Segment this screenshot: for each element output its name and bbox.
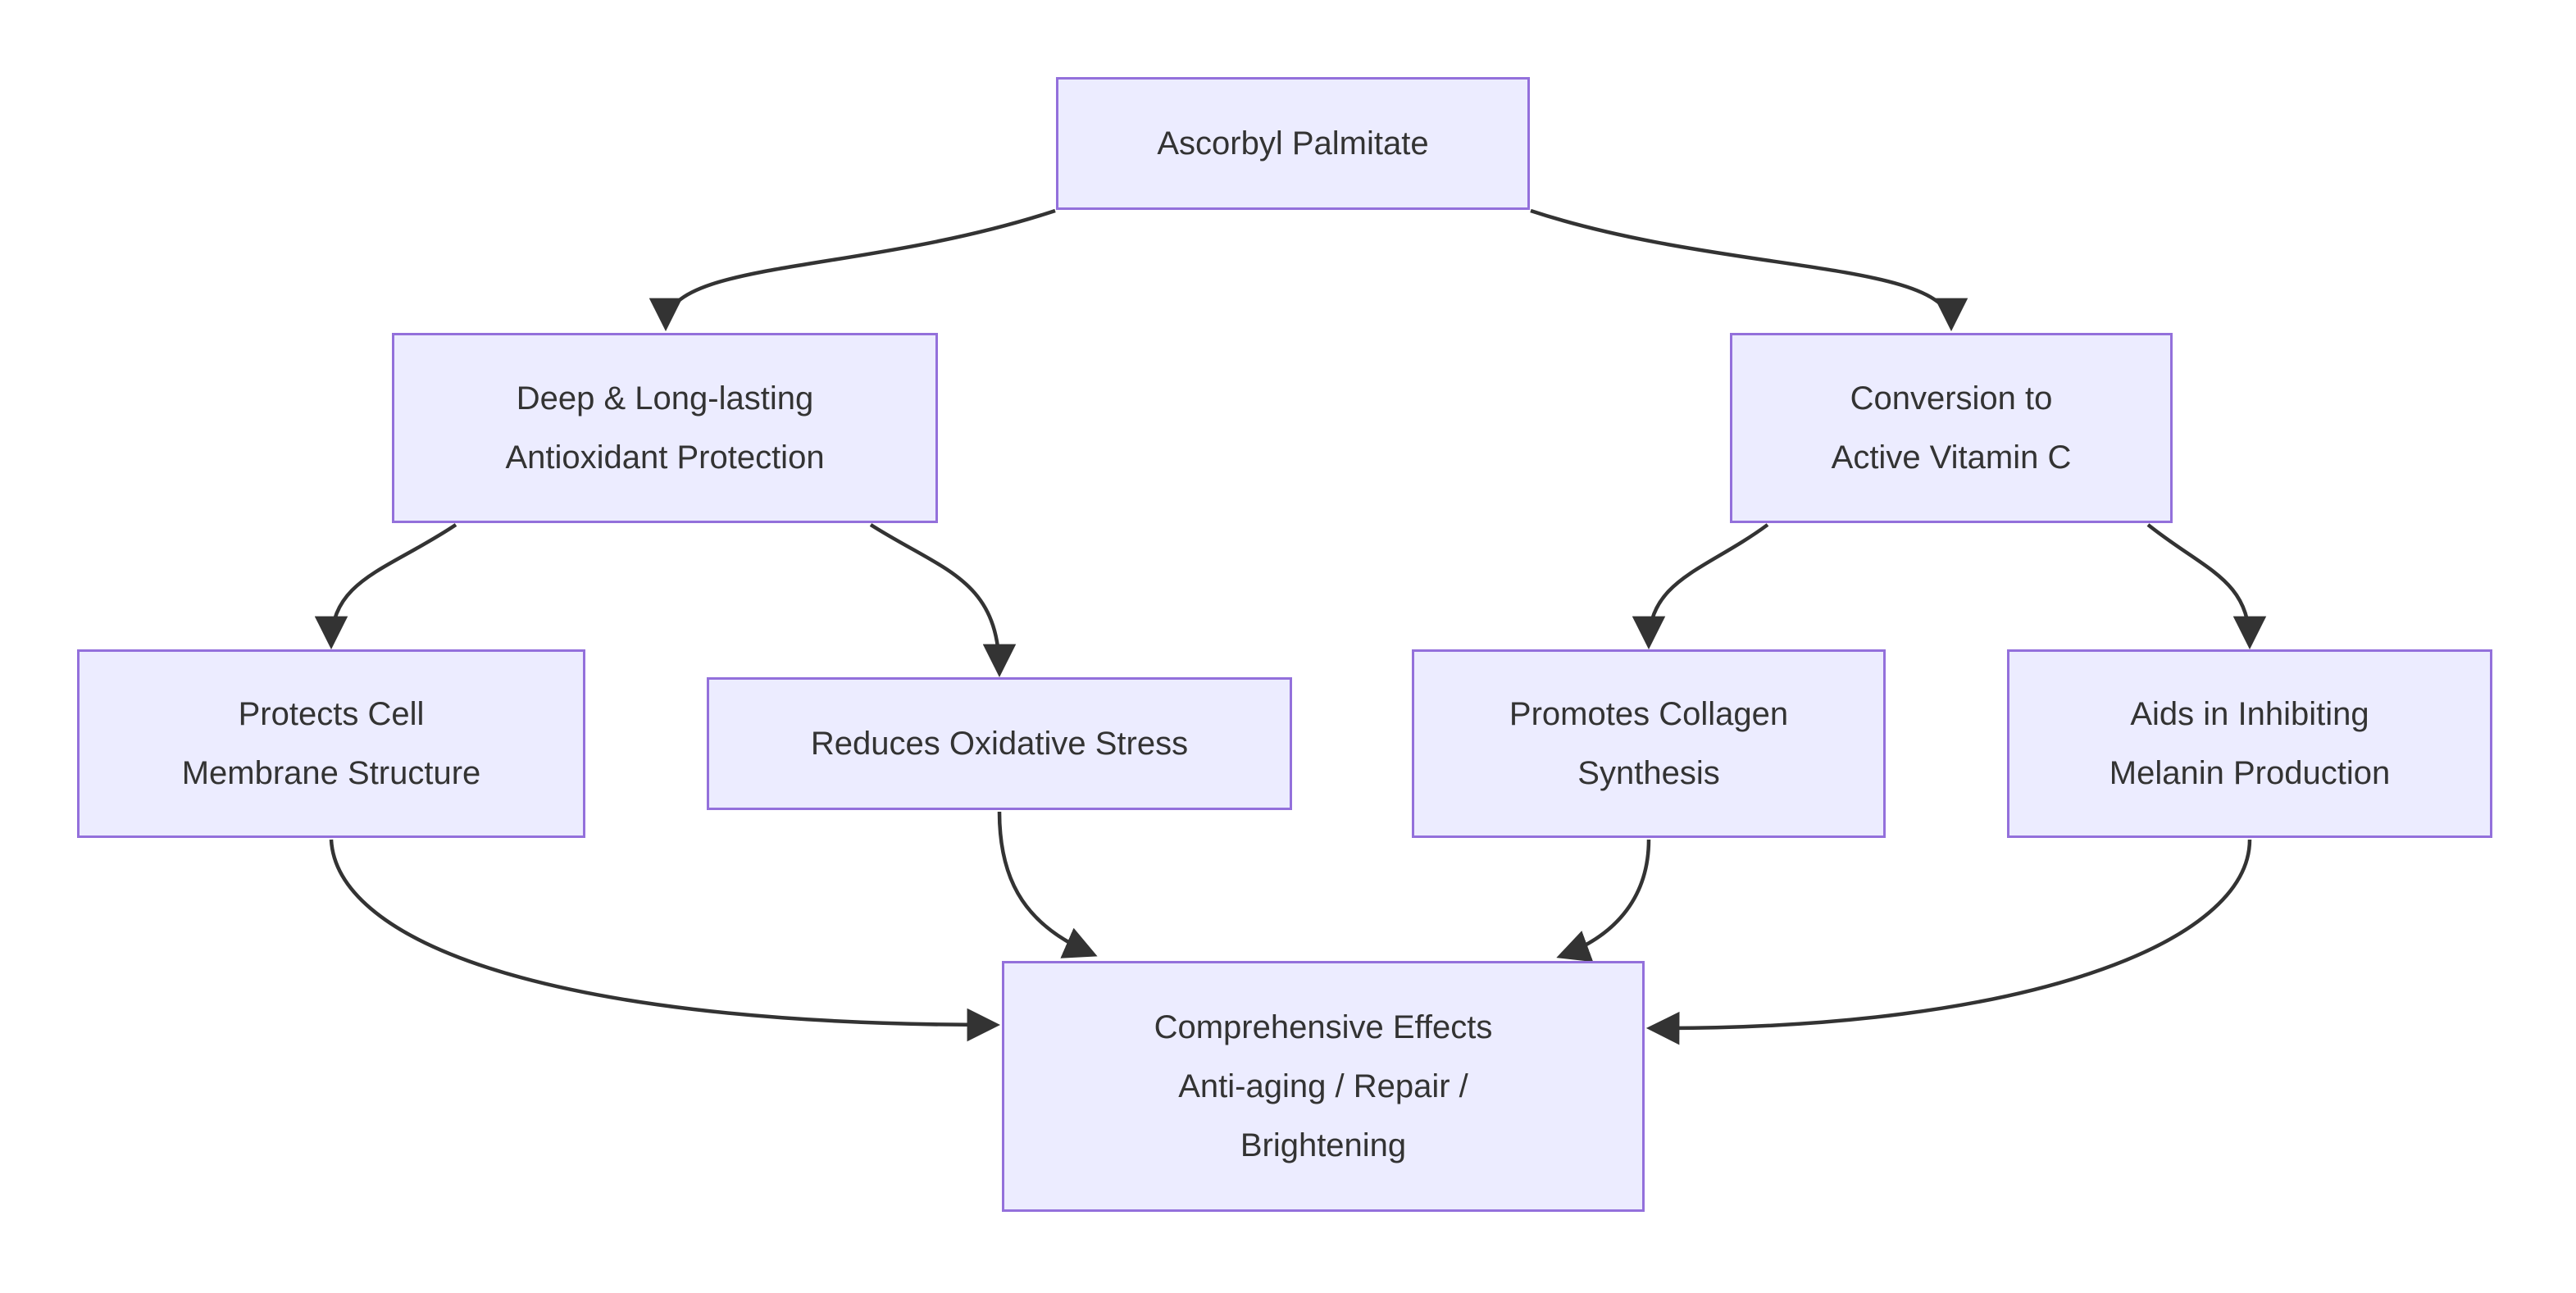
edge-ascorbyl-to-conversion <box>1530 208 1968 332</box>
node-antioxidant-protection: Deep & Long-lasting Antioxidant Protecti… <box>392 333 938 523</box>
node-label-inhibits-melanin: Aids in Inhibiting Melanin Production <box>2109 696 2391 791</box>
edge-conversion-to-collagen <box>1632 523 1769 650</box>
node-label-reduces-oxidative-stress: Reduces Oxidative Stress <box>810 726 1189 762</box>
node-inhibits-melanin: Aids in Inhibiting Melanin Production <box>2007 649 2492 838</box>
node-label-promotes-collagen: Promotes Collagen Synthesis <box>1509 696 1789 791</box>
node-conversion-vitamin-c: Conversion to Active Vitamin C <box>1730 333 2173 523</box>
edge-antioxidant-to-oxidative <box>869 523 1017 678</box>
node-reduces-oxidative-stress: Reduces Oxidative Stress <box>707 677 1292 810</box>
edge-membrane-to-comprehensive <box>329 839 1001 1042</box>
node-ascorbyl-palmitate: Ascorbyl Palmitate <box>1056 77 1530 210</box>
edge-oxidative-to-comprehensive <box>997 811 1098 958</box>
node-label-conversion-vitamin-c: Conversion to Active Vitamin C <box>1831 380 2072 476</box>
node-label-ascorbyl-palmitate: Ascorbyl Palmitate <box>1157 125 1429 162</box>
node-label-protects-membrane: Protects Cell Membrane Structure <box>181 696 481 791</box>
edge-antioxidant-to-membrane <box>314 523 457 650</box>
node-label-comprehensive-effects: Comprehensive Effects Anti-aging / Repai… <box>1154 1009 1493 1163</box>
node-label-antioxidant-protection: Deep & Long-lasting Antioxidant Protecti… <box>505 380 825 476</box>
node-protects-membrane: Protects Cell Membrane Structure <box>77 649 585 838</box>
edge-ascorbyl-to-antioxidant <box>649 208 1056 332</box>
edge-collagen-to-comprehensive <box>1556 839 1651 963</box>
edge-melanin-to-comprehensive <box>1645 839 2252 1045</box>
node-promotes-collagen: Promotes Collagen Synthesis <box>1412 649 1886 838</box>
node-comprehensive-effects: Comprehensive Effects Anti-aging / Repai… <box>1002 961 1645 1212</box>
edge-conversion-to-melanin <box>2146 523 2267 650</box>
